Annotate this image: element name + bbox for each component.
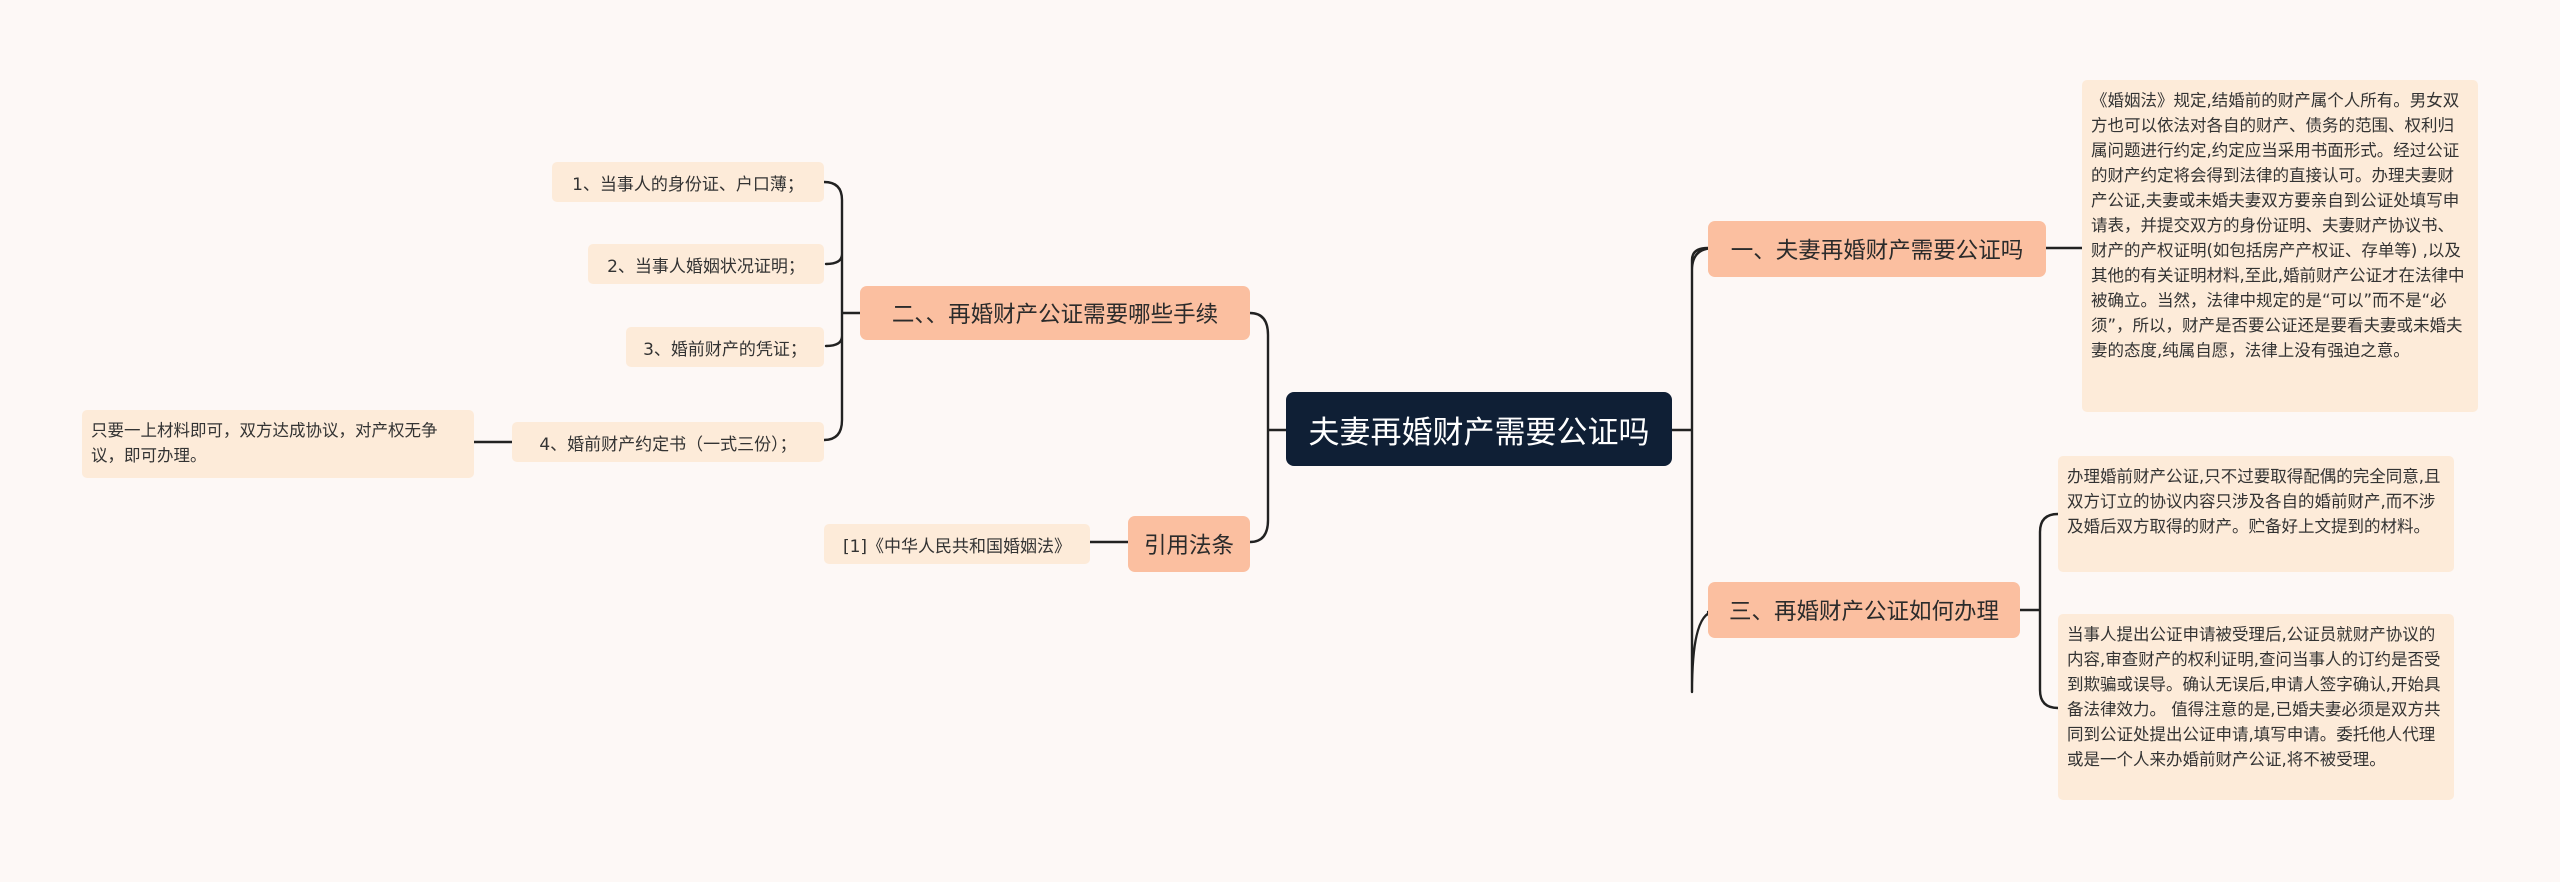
root-node[interactable]: 夫妻再婚财产需要公证吗 [1286, 392, 1672, 466]
connector-procedure [822, 180, 862, 442]
branch-procedure-label: 二、、再婚财产公证需要哪些手续 [891, 302, 1219, 328]
branch-citation[interactable]: 引用法条 [1128, 516, 1250, 572]
procedure-item-1[interactable]: 1、当事人的身份证、户口薄； [552, 162, 824, 202]
branch-how[interactable]: 三、再婚财产公证如何办理 [1708, 582, 2020, 638]
need-text[interactable]: 《婚姻法》规定,结婚前的财产属个人所有。男女双方也可以依法对各自的财产、债务的范… [2082, 80, 2478, 412]
branch-procedure[interactable]: 二、、再婚财产公证需要哪些手续 [860, 286, 1250, 340]
branch-how-label: 三、再婚财产公证如何办理 [1728, 599, 1999, 625]
connector-root-left [1248, 311, 1288, 544]
connector-root-right [1670, 246, 1715, 694]
citation-item-1[interactable]: [1]《中华人民共和国婚姻法》 [824, 524, 1090, 564]
how-text-2[interactable]: 当事人提出公证申请被受理后,公证员就财产协议的内容,审查财产的权利证明,查问当事… [2058, 614, 2454, 800]
root-label: 夫妻再婚财产需要公证吗 [1308, 414, 1650, 451]
branch-need[interactable]: 一、夫妻再婚财产需要公证吗 [1708, 221, 2046, 277]
branch-need-label: 一、夫妻再婚财产需要公证吗 [1730, 238, 2024, 264]
connector-how [2018, 512, 2060, 710]
procedure-item-3[interactable]: 3、婚前财产的凭证； [626, 327, 824, 367]
procedure-item-2[interactable]: 2、当事人婚姻状况证明； [588, 244, 824, 284]
how-text-1[interactable]: 办理婚前财产公证,只不过要取得配偶的完全同意,且双方订立的协议内容只涉及各自的婚… [2058, 456, 2454, 572]
branch-citation-label: 引用法条 [1143, 533, 1234, 559]
procedure-item-4[interactable]: 4、婚前财产约定书（一式三份）； [512, 422, 824, 462]
procedure-note[interactable]: 只要一上材料即可，双方达成协议，对产权无争议，即可办理。 [82, 410, 474, 478]
